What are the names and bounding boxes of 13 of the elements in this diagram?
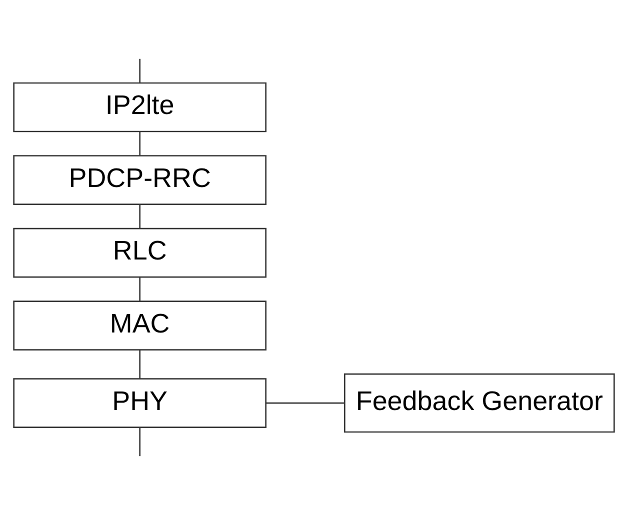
node-box: Feedback Generator (344, 373, 615, 433)
connector (139, 132, 140, 156)
node-box: PDCP-RRC (13, 155, 266, 205)
connector (139, 277, 140, 301)
connector (139, 58, 140, 83)
node-box: RLC (13, 228, 266, 278)
node-box: MAC (13, 300, 266, 350)
connector (266, 402, 344, 404)
connector (139, 428, 140, 456)
node-box: PHY (13, 378, 266, 428)
connector (139, 204, 140, 228)
node-box: IP2lte (13, 82, 266, 132)
connector (139, 350, 140, 379)
